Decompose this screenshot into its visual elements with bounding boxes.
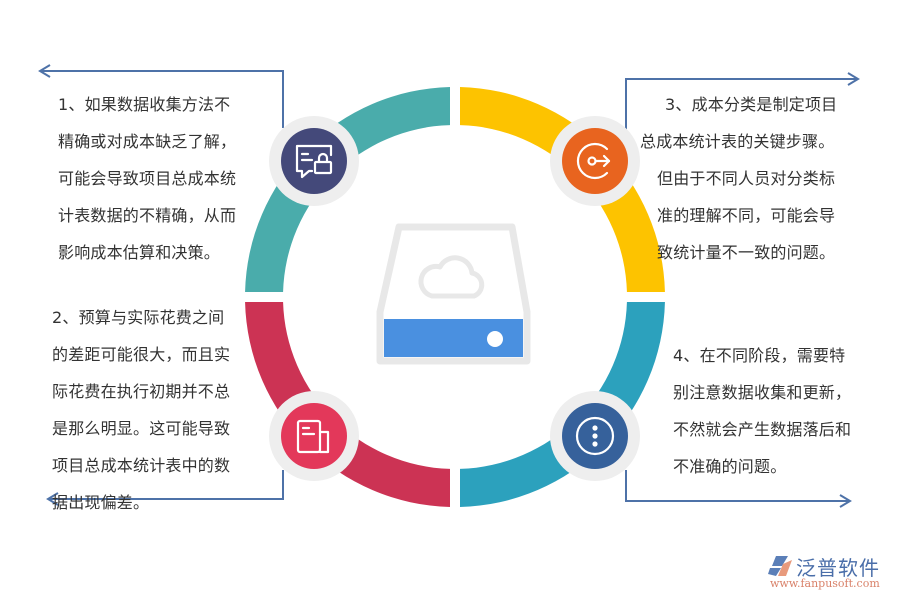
text-line: 际花费在执行初期并不总 (52, 382, 231, 401)
cloud-storage-drive-icon (376, 223, 531, 365)
more-vertical-icon (550, 391, 640, 481)
text-line: 致统计量不一致的问题。 (657, 243, 836, 262)
point-2-text: 2、预算与实际花费之间 的差距可能很大，而且实 际花费在执行初期并不总 是那么明… (52, 299, 230, 521)
fanpu-logo: 泛普软件 www.fanpusoft.com (764, 552, 894, 594)
connector-1 (38, 64, 284, 128)
text-line: 可能会导致项目总成本统 (58, 169, 237, 188)
connector-3 (625, 72, 860, 130)
text-line: 据出现偏差。 (52, 493, 150, 512)
chat-lock-icon (269, 116, 359, 206)
point-4-text: 4、在不同阶段，需要特 别注意数据收集和更新， 不然就会产生数据落后和 不准确的… (673, 337, 851, 485)
text-line: 但由于不同人员对分类标 (657, 169, 836, 188)
text-line: 计表数据的不精确，从而 (58, 206, 237, 225)
text-line: 影响成本估算和决策。 (58, 243, 221, 262)
logo-name: 泛普软件 (796, 556, 880, 580)
text-line: 准的理解不同，可能会导 (657, 206, 836, 225)
text-line: 总成本统计表的关键步骤。 (640, 132, 835, 151)
text-line: 的差距可能很大，而且实 (52, 345, 231, 364)
text-line: 项目总成本统计表中的数 (52, 456, 231, 475)
fanpu-logo-mark-icon (768, 556, 792, 576)
connector-4 (625, 470, 852, 508)
logo-url: www.fanpusoft.com (770, 577, 880, 590)
login-arrow-icon (550, 116, 640, 206)
text-line: 3、成本分类是制定项目 (665, 95, 838, 114)
connector-2 (46, 470, 284, 506)
text-line: 2、预算与实际花费之间 (52, 308, 225, 327)
point-3-text: 3、成本分类是制定项目 总成本统计表的关键步骤。 但由于不同人员对分类标 准的理… (640, 86, 837, 271)
text-line: 是那么明显。这可能导致 (52, 419, 231, 438)
text-line: 精确或对成本缺乏了解， (58, 132, 237, 151)
document-icon (269, 391, 359, 481)
point-1-text: 1、如果数据收集方法不 精确或对成本缺乏了解， 可能会导致项目总成本统 计表数据… (58, 86, 236, 271)
text-line: 4、在不同阶段，需要特 (673, 346, 846, 365)
text-line: 不准确的问题。 (673, 457, 787, 476)
text-line: 不然就会产生数据落后和 (673, 420, 852, 439)
text-line: 1、如果数据收集方法不 (58, 95, 231, 114)
text-line: 别注意数据收集和更新， (673, 383, 852, 402)
